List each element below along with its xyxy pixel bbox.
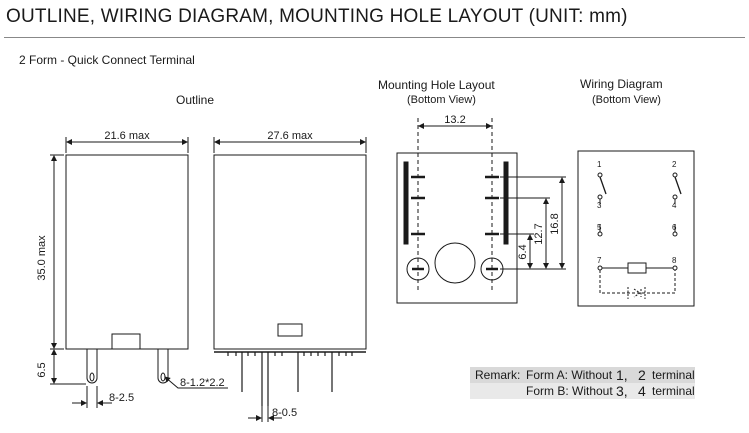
side-label-window: [277, 323, 303, 337]
mounting-board: [396, 152, 518, 304]
outline-side-view: [213, 137, 367, 422]
remark-form-a-num2: 2: [638, 367, 646, 383]
relay-body-side: [213, 154, 367, 350]
remark-line-b: Form B: Without 3, 4 terminal: [470, 383, 695, 399]
center-hole: [434, 242, 476, 284]
pin-6: [672, 231, 678, 237]
remark-form-a-text: Form A: Without: [526, 368, 613, 382]
outline-height-label: 35.0 max: [36, 235, 48, 281]
pin-label: 6: [672, 223, 677, 232]
pin-label: 4: [672, 201, 677, 210]
terminal-hole: [89, 372, 95, 382]
hole-spec-label: 8-1.2*2.2: [180, 377, 225, 389]
wiring-diagram: [577, 150, 695, 307]
mounting-title: Mounting Hole Layout: [378, 78, 495, 92]
terminal-left: [86, 349, 98, 384]
remark-form-b-text: Form B: Without: [526, 384, 613, 398]
mounting-slot-left: [403, 161, 409, 245]
mounting-slot-right: [503, 161, 509, 245]
pin-3: [597, 194, 603, 200]
pin-2: [672, 172, 678, 178]
mounting-view-label: (Bottom View): [407, 94, 476, 106]
pin-4: [672, 194, 678, 200]
pin-label: 5: [597, 223, 602, 232]
pin-7: [597, 265, 603, 271]
terminal-length-label: 6.5: [36, 362, 48, 377]
pin-8: [672, 265, 678, 271]
wiring-view-label: (Bottom View): [592, 94, 661, 106]
remark-form-a-suffix: terminal: [652, 368, 695, 382]
wiring-frame: [577, 150, 695, 307]
wiring-title: Wiring Diagram: [580, 77, 663, 91]
pin-label: 7: [597, 256, 602, 265]
diode-branch: [599, 270, 676, 294]
terminal-width-label: 8-2.5: [109, 392, 134, 404]
outline-width-front-label: 21.6 max: [104, 130, 150, 142]
contact-arm: [599, 176, 607, 195]
remark-line-a: Remark: Form A: Without 1, 2 terminal: [470, 367, 695, 383]
terminal-type-label: 2 Form - Quick Connect Terminal: [19, 53, 195, 67]
coil-hole-left: [406, 257, 430, 281]
remark-form-b-num1: 3,: [616, 383, 628, 399]
pin-5: [597, 231, 603, 237]
remark-form-a-num1: 1,: [616, 367, 628, 383]
contact-arm: [674, 176, 682, 195]
pin-1: [597, 172, 603, 178]
remark-label: Remark:: [475, 368, 521, 382]
hole-leader: [164, 376, 228, 389]
pin-label: 3: [597, 201, 602, 210]
relay-body-front: [65, 154, 189, 350]
page-title: OUTLINE, WIRING DIAGRAM, MOUNTING HOLE L…: [6, 6, 628, 27]
remark-form-b-num2: 4: [638, 383, 646, 399]
terminal-thickness-label: 8-0.5: [272, 407, 297, 419]
dim-b-label: 12.7: [533, 223, 545, 244]
coil-symbol: [627, 262, 647, 274]
dim-c-label: 16.8: [549, 213, 561, 234]
outline-title: Outline: [176, 93, 215, 107]
remark-form-b-suffix: terminal: [652, 384, 695, 398]
pitch-x-label: 13.2: [444, 114, 465, 126]
remark-box: Remark: Form A: Without 1, 2 terminal Fo…: [470, 367, 695, 399]
title-divider: [4, 37, 745, 38]
mounting-hole-layout: [396, 118, 566, 304]
dim-a-label: 6.4: [517, 244, 529, 259]
pin-label: 1: [597, 160, 602, 169]
outline-width-side-label: 27.6 max: [267, 130, 313, 142]
outline-front-view: [50, 137, 228, 408]
pin-label: 8: [672, 256, 677, 265]
terminal-hole: [160, 372, 166, 382]
pin-label: 2: [672, 160, 677, 169]
base-notch: [111, 333, 141, 349]
